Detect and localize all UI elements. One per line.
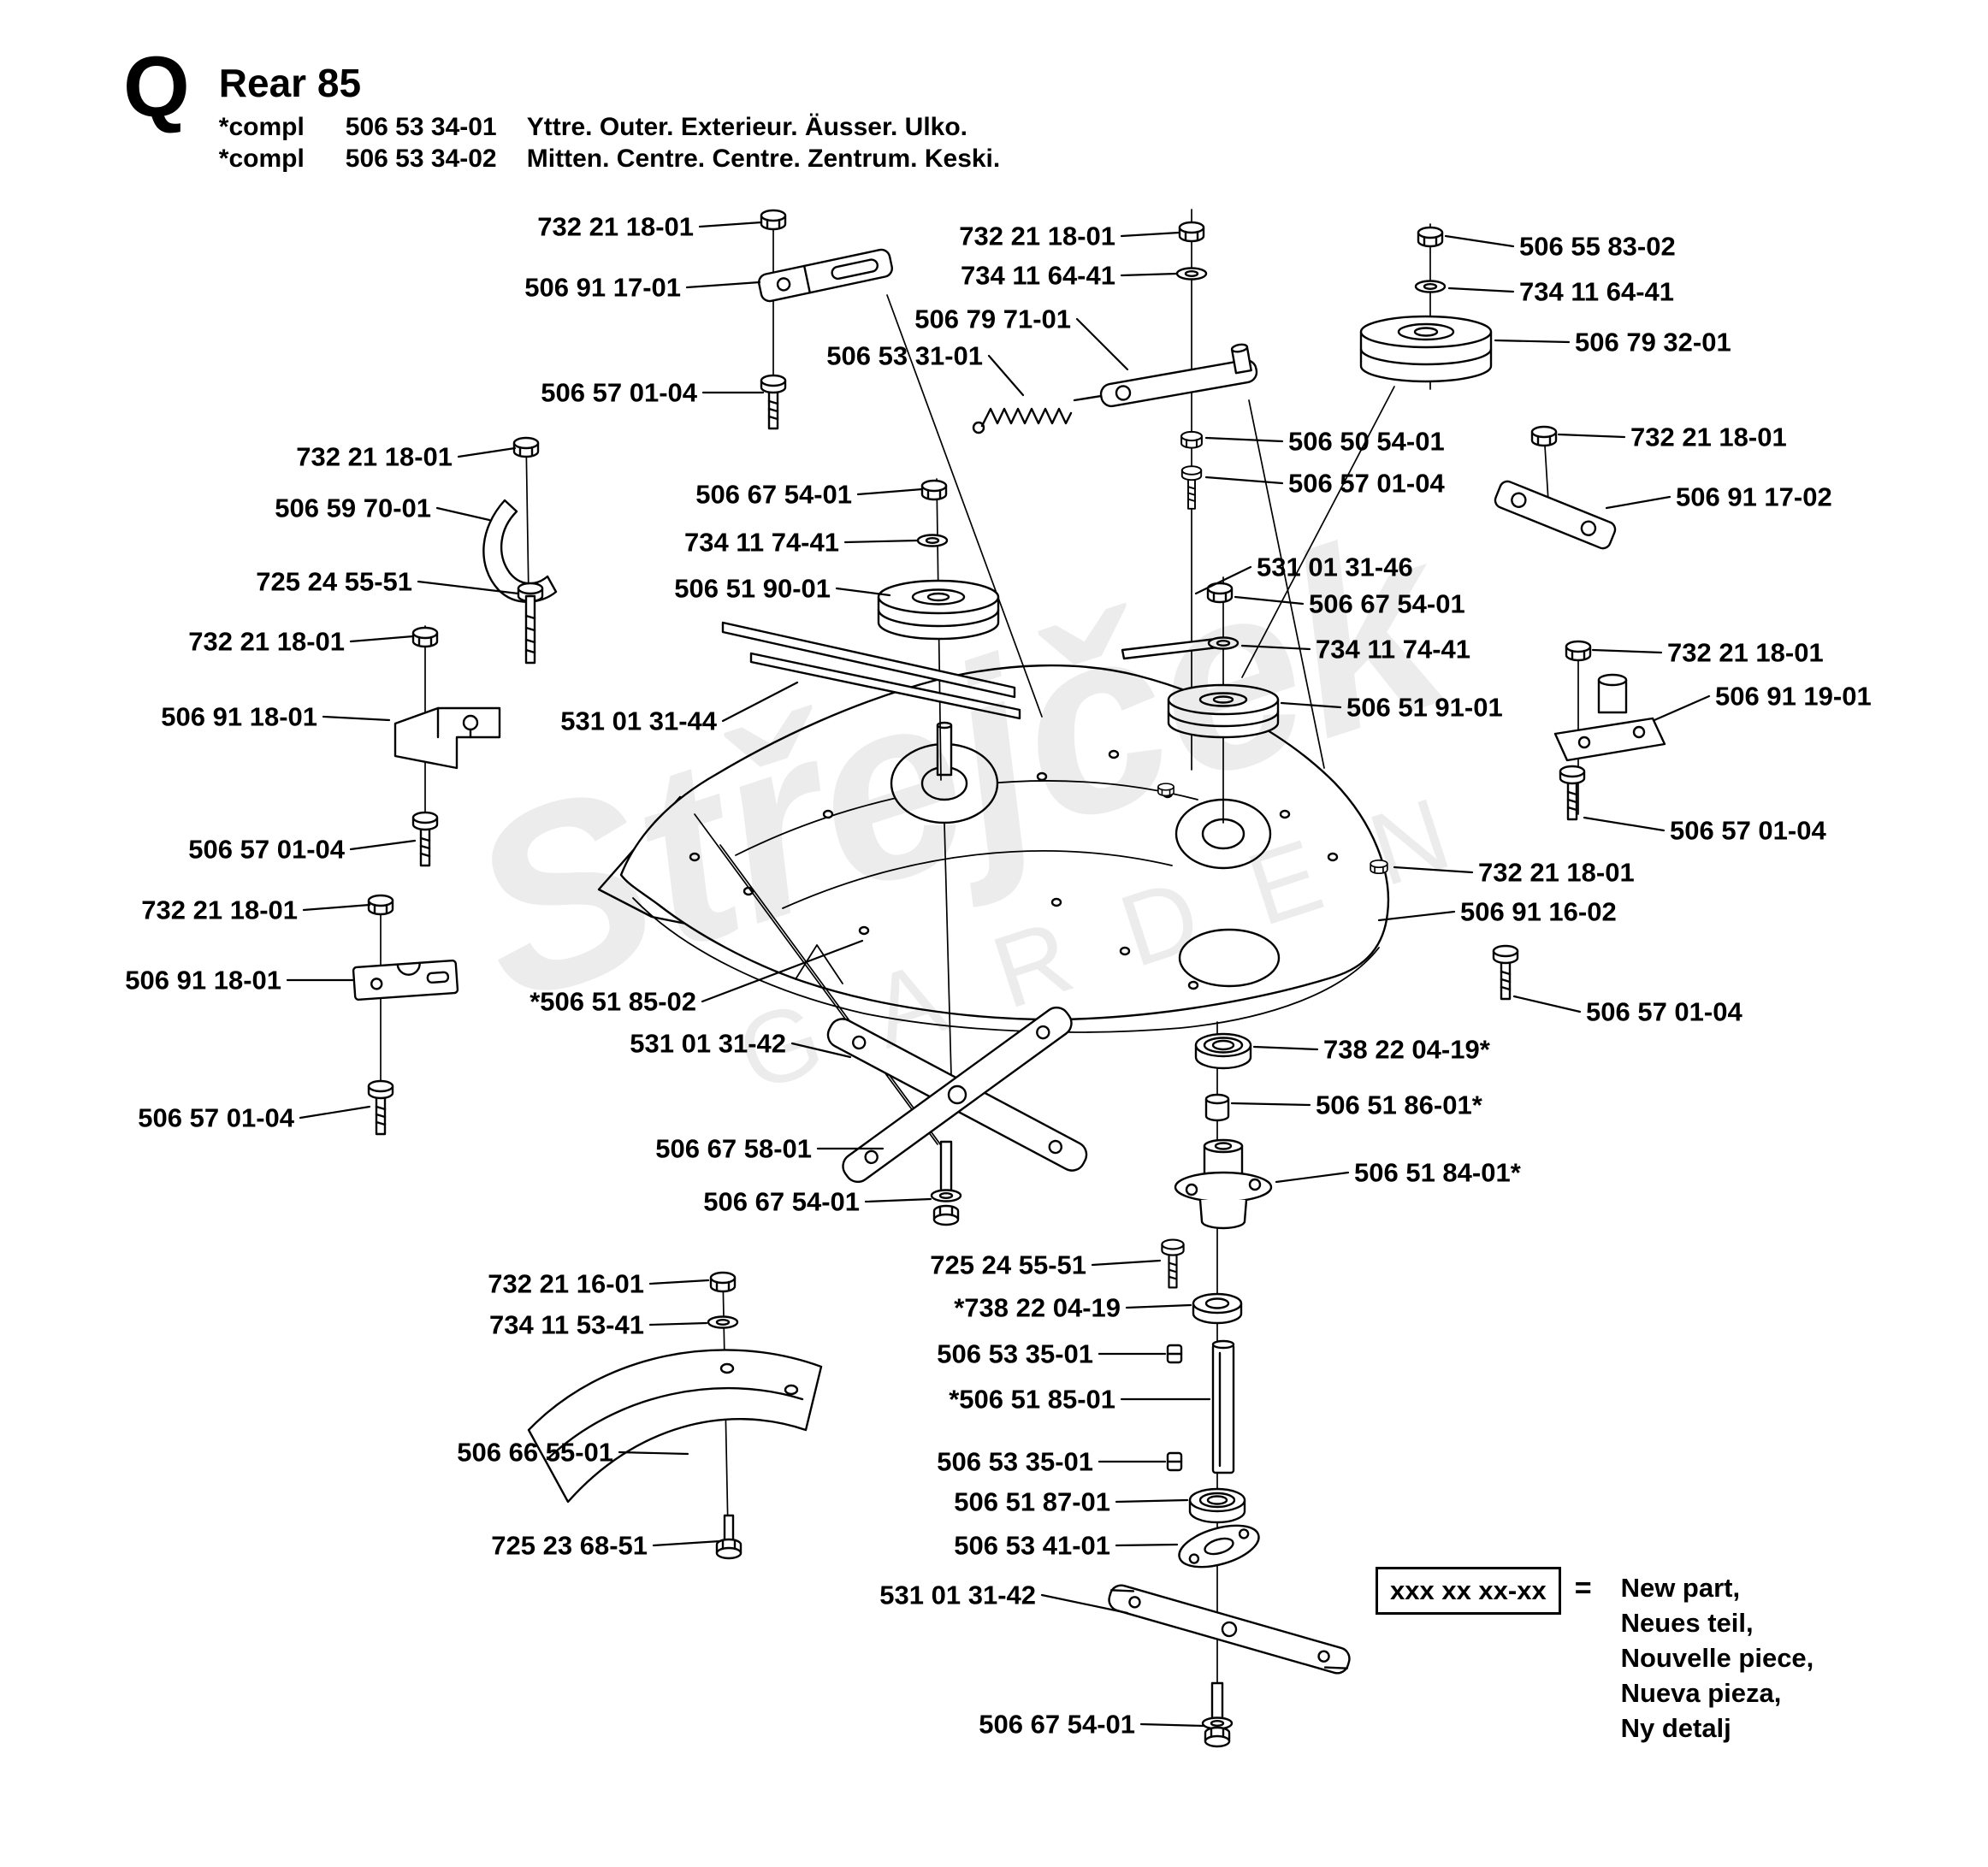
legend-meanings: New part, Neues teil, Nouvelle piece, Nu… bbox=[1621, 1570, 1814, 1746]
section-letter: Q bbox=[123, 39, 190, 135]
left-z-bracket bbox=[393, 626, 501, 867]
leader-lines bbox=[286, 221, 1711, 1728]
legend-meaning: Neues teil, bbox=[1620, 1608, 1754, 1638]
compl-languages: Mitten. Centre. Centre. Zentrum. Keski. bbox=[526, 145, 1001, 173]
compl-line-2: *compl 506 53 34-02 Mitten. Centre. Cent… bbox=[219, 143, 1000, 174]
legend-meaning: Ny detalj bbox=[1620, 1713, 1731, 1743]
top-right-pulley-assembly bbox=[1359, 226, 1493, 383]
legend-pattern: xxx xx xx-xx bbox=[1390, 1575, 1547, 1605]
deck-housing bbox=[597, 664, 1390, 1033]
legend-meaning: New part, bbox=[1620, 1573, 1741, 1603]
compl-number: 506 53 34-02 bbox=[345, 145, 497, 173]
deflector-guard-assembly bbox=[527, 1271, 823, 1560]
legend-meaning: Nueva pieza, bbox=[1620, 1678, 1782, 1708]
right-pulley-assembly bbox=[1167, 582, 1280, 739]
right-bracket-lower bbox=[1492, 640, 1666, 1001]
legend-equals: = bbox=[1574, 1572, 1592, 1604]
page-title: Rear 85 bbox=[218, 61, 362, 105]
centre-pulley-assembly bbox=[877, 479, 1000, 641]
compl-prefix: *compl bbox=[218, 113, 305, 141]
compl-prefix: *compl bbox=[218, 145, 305, 173]
belt-and-rods bbox=[721, 621, 1227, 720]
compl-line-1: *compl 506 53 34-01 Yttre. Outer. Exteri… bbox=[219, 111, 1000, 143]
legend-meaning: Nouvelle piece, bbox=[1620, 1643, 1814, 1673]
new-part-legend: xxx xx xx-xx = New part, Neues teil, Nou… bbox=[1376, 1567, 1813, 1746]
cross-blade bbox=[826, 1006, 1088, 1226]
legend-pattern-box: xxx xx xx-xx bbox=[1376, 1567, 1561, 1615]
idler-spring-assembly bbox=[972, 221, 1258, 510]
compl-number: 506 53 34-01 bbox=[345, 113, 497, 141]
top-left-bracket-assembly bbox=[758, 209, 893, 430]
compl-languages: Yttre. Outer. Exterieur. Äusser. Ulko. bbox=[526, 113, 967, 141]
right-bracket-upper bbox=[1494, 425, 1617, 550]
spindle-stack bbox=[1108, 1032, 1351, 1748]
left-flat-bracket bbox=[352, 894, 459, 1136]
lower-blade bbox=[1108, 1584, 1351, 1675]
left-hook-bracket bbox=[482, 436, 558, 665]
page-header: Q Rear 85 *compl 506 53 34-01 Yttre. Out… bbox=[123, 39, 1000, 174]
